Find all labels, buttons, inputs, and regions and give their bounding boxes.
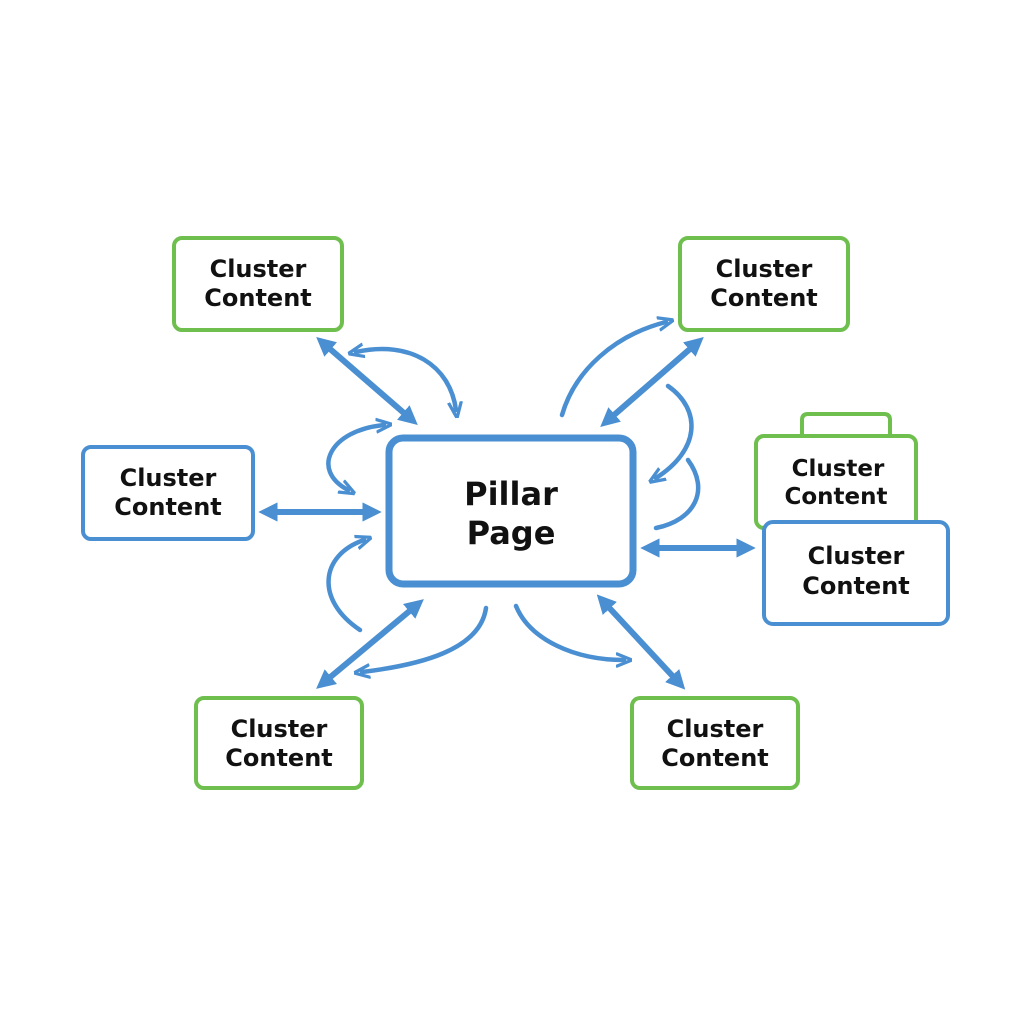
curve-bottom-right [513,603,624,660]
curve-right-lower [653,457,701,531]
cluster-node-right-front: Cluster Content [762,520,950,626]
cluster-node-left: Cluster Content [81,445,255,541]
cluster-box [762,520,950,626]
cluster-label-line1: Cluster [716,255,813,283]
cluster-label-line2: Content [204,284,312,312]
pillar-page-label-line1: Pillar [464,475,558,513]
curve-top-left [356,349,456,410]
cluster-node-right-back: Cluster Content [754,412,918,530]
cluster-label-line1: Cluster [792,456,885,482]
cluster-label-line1: Cluster [120,464,217,492]
pillar-page-label-line2: Page [467,514,556,552]
cluster-box [754,434,918,530]
cluster-label-line2: Content [114,493,222,521]
cluster-label-line1: Cluster [808,542,905,570]
pillar-page-node: Pillar Page [385,434,637,588]
pillar-page-box [385,434,637,588]
connector-top-right [600,336,704,428]
connector-top-left [316,336,418,426]
cluster-node-bottom-left: Cluster Content [194,696,364,790]
cluster-label-line1: Cluster [667,715,764,743]
cluster-box [630,696,800,790]
cluster-label-line1: Cluster [210,255,307,283]
curve-right-upper [656,383,694,478]
cluster-box [194,696,364,790]
curve-left-lower [326,540,364,633]
cluster-node-top-left: Cluster Content [172,236,344,332]
curve-left-upper [326,425,384,490]
connector-bottom-left [316,599,424,689]
cluster-box [172,236,344,332]
curve-top-right [559,322,666,418]
cluster-label-line2: Content [802,572,910,600]
cluster-label-line2: Content [225,744,333,772]
cluster-label-line1: Cluster [231,715,328,743]
cluster-box [81,445,255,541]
cluster-box [678,236,850,332]
cluster-folder-tab [800,412,892,436]
cluster-label-line2: Content [710,284,818,312]
cluster-label-line2: Content [784,484,887,510]
cluster-node-top-right: Cluster Content [678,236,850,332]
curved-connectors [326,322,701,672]
cluster-label-line2: Content [661,744,769,772]
curve-bottom-left [362,605,489,672]
cluster-node-bottom-right: Cluster Content [630,696,800,790]
connector-bottom-right [596,594,686,690]
